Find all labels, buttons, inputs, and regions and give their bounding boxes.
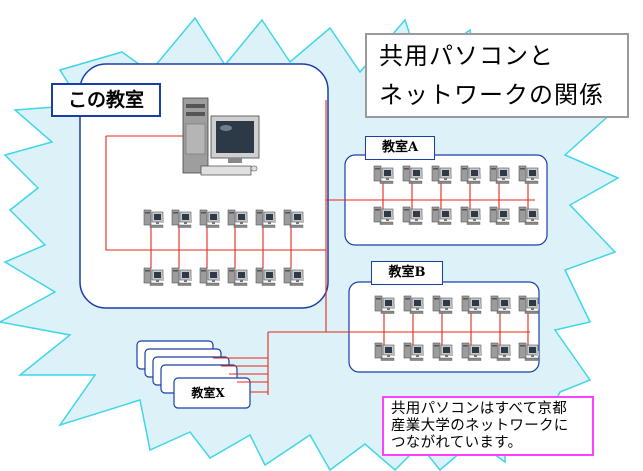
diagram-title: 共用パソコンと ネットワークの関係 [365, 33, 629, 118]
room-b-label: 教室B [371, 261, 443, 285]
this-room-label: この教室 [51, 83, 161, 117]
room-x-stack [136, 340, 251, 409]
room-a-label: 教室A [365, 136, 435, 160]
note-line-1: 共用パソコンはすべて京都 [391, 401, 568, 417]
note-line-2: 産業大学のネットワークに [391, 418, 569, 434]
network-note: 共用パソコンはすべて京都 産業大学のネットワークに つながれています。 [382, 396, 594, 456]
note-line-3: つながれています。 [391, 435, 523, 451]
title-line-2: ネットワークの関係 [379, 81, 604, 109]
title-line-1: 共用パソコンと [379, 42, 554, 70]
this-room-frame [79, 63, 329, 309]
room-x-label: 教室X [191, 386, 225, 400]
network-lines [105, 100, 535, 395]
